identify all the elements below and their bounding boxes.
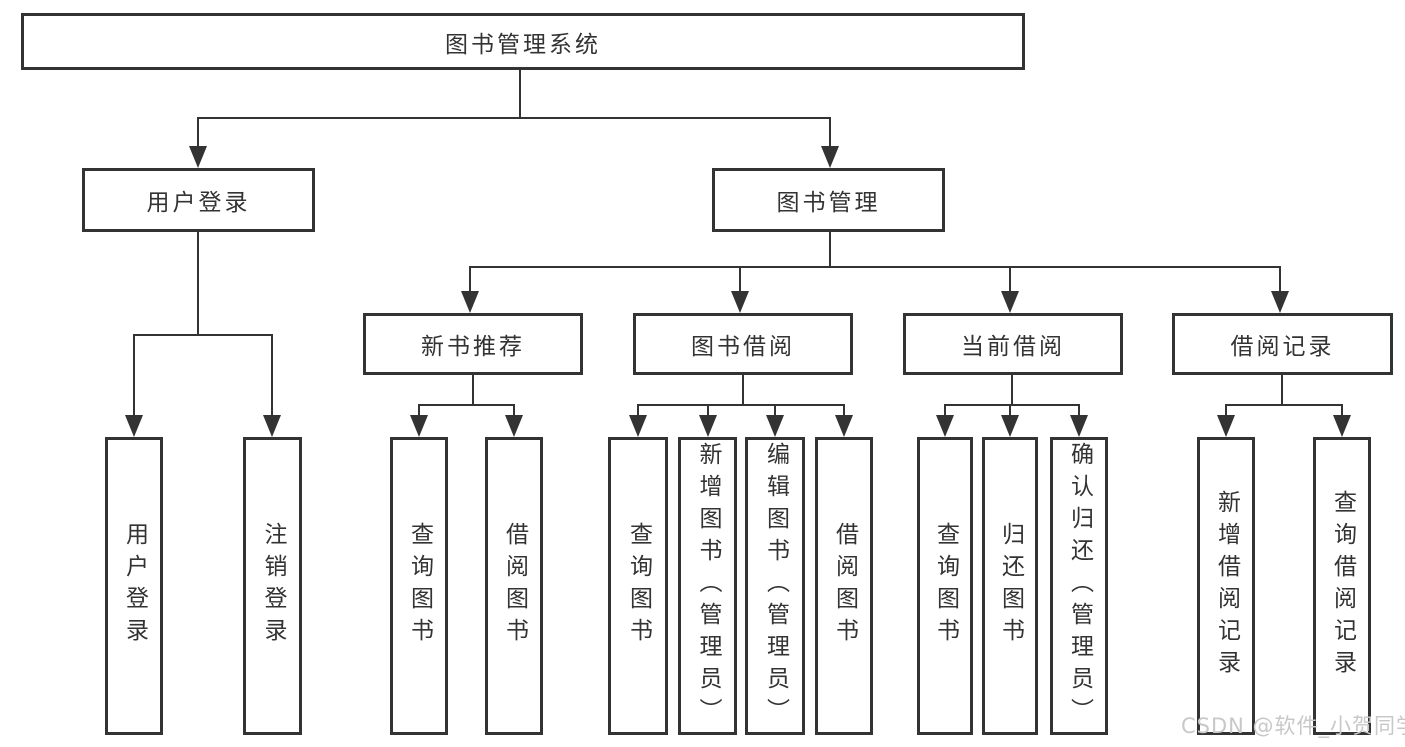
leaf-return-books: 归还图书 (982, 437, 1038, 735)
connector-level2-branch (197, 117, 831, 119)
connector-section1-stub (469, 266, 471, 294)
leaf-label: 查询图书 (932, 522, 959, 650)
connector-stub (774, 404, 776, 418)
node-label: 图书管理系统 (445, 31, 601, 58)
arrowhead-icon (731, 291, 749, 313)
connector-login-drop (197, 230, 199, 336)
connector-mgmt-stub (829, 117, 831, 151)
leaf-label: 借阅图书 (501, 522, 528, 650)
arrowhead-icon (936, 415, 954, 437)
leaf-edit-book-admin: 编辑图书（管理员） (745, 437, 805, 735)
leaf-query-borrow-record: 查询借阅记录 (1313, 437, 1371, 735)
connector-stub (418, 404, 420, 418)
leaf-label: 注销登录 (260, 522, 286, 650)
node-label: 用户登录 (146, 190, 251, 216)
leaf-label: 新增图书（管理员） (695, 442, 721, 730)
leaf-label: 借阅图书 (831, 522, 858, 650)
arrowhead-icon (263, 415, 281, 437)
node-current-borrowing: 当前借阅 (903, 313, 1123, 375)
node-library-management-system: 图书管理系统 (21, 13, 1025, 70)
leaf-user-login: 用户登录 (105, 437, 163, 735)
arrowhead-icon (505, 415, 523, 437)
node-label: 当前借阅 (961, 334, 1065, 360)
leaf-label: 归还图书 (997, 522, 1024, 650)
arrowhead-icon (699, 415, 717, 437)
arrowhead-icon (821, 146, 839, 168)
leaf-label: 查询借阅记录 (1329, 490, 1356, 682)
node-label: 图书借阅 (691, 334, 795, 360)
leaf-label: 确认归还（管理员） (1066, 442, 1093, 730)
connector-stub (1078, 404, 1080, 418)
connector-stub (1341, 404, 1343, 418)
arrowhead-icon (766, 415, 784, 437)
csdn-watermark: CSDN @软件_小贺同学 (1181, 714, 1405, 738)
connector-stub (637, 404, 639, 418)
node-label: 新书推荐 (421, 334, 525, 360)
node-book-management: 图书管理 (712, 168, 945, 232)
leaf-add-borrow-record: 新增借阅记录 (1197, 437, 1255, 735)
node-new-book-recommend: 新书推荐 (363, 313, 583, 375)
node-book-borrowing: 图书借阅 (633, 313, 853, 375)
connector-login-stub (197, 117, 199, 151)
arrowhead-icon (629, 415, 647, 437)
arrowhead-icon (125, 415, 143, 437)
arrowhead-icon (461, 291, 479, 313)
node-label: 图书管理 (776, 190, 881, 216)
arrowhead-icon (189, 146, 207, 168)
leaf-label: 用户登录 (121, 522, 148, 650)
connector-section4-branch (1225, 404, 1343, 406)
node-borrowing-records: 借阅记录 (1172, 313, 1393, 375)
connector-login-leaf2-stub (271, 334, 273, 418)
arrowhead-icon (410, 415, 428, 437)
connector-section1-drop (472, 373, 474, 406)
connector-stub (513, 404, 515, 418)
connector-stub (944, 404, 946, 418)
connector-sections-branch (469, 266, 1281, 268)
arrowhead-icon (835, 415, 853, 437)
arrowhead-icon (1001, 415, 1019, 437)
arrowhead-icon (1271, 291, 1289, 313)
leaf-query-books-current: 查询图书 (917, 437, 973, 735)
connector-section1-branch (418, 404, 515, 406)
leaf-borrow-books-recommend: 借阅图书 (485, 437, 543, 735)
arrowhead-icon (1070, 415, 1088, 437)
leaf-query-books-borrowing: 查询图书 (608, 437, 668, 735)
leaf-logout: 注销登录 (243, 437, 302, 735)
leaf-label: 新增借阅记录 (1213, 490, 1240, 682)
arrowhead-icon (1001, 291, 1019, 313)
connector-stub (707, 404, 709, 418)
leaf-label: 编辑图书（管理员） (762, 442, 789, 730)
connector-section3-stub (1009, 266, 1011, 294)
connector-mgmt-drop (829, 230, 831, 268)
connector-section2-stub (739, 266, 741, 294)
leaf-label: 查询图书 (406, 522, 433, 650)
connector-stub (1225, 404, 1227, 418)
leaf-label: 查询图书 (625, 522, 652, 650)
connector-section3-branch (944, 404, 1080, 406)
connector-login-leaf1-stub (133, 334, 135, 418)
connector-stub (843, 404, 845, 418)
node-user-login: 用户登录 (82, 168, 315, 232)
connector-section3-drop (1011, 373, 1013, 406)
connector-stub (1009, 404, 1011, 418)
connector-section2-drop (742, 373, 744, 406)
arrowhead-icon (1217, 415, 1235, 437)
leaf-add-book-admin: 新增图书（管理员） (678, 437, 737, 735)
connector-section4-stub (1279, 266, 1281, 294)
node-label: 借阅记录 (1230, 334, 1335, 360)
arrowhead-icon (1333, 415, 1351, 437)
leaf-query-books-recommend: 查询图书 (390, 437, 448, 735)
leaf-confirm-return-admin: 确认归还（管理员） (1050, 437, 1108, 735)
connector-login-branch (133, 334, 273, 336)
connector-root-drop (519, 68, 521, 119)
connector-section2-branch (637, 404, 845, 406)
leaf-borrow-books-borrowing: 借阅图书 (815, 437, 873, 735)
connector-section4-drop (1281, 373, 1283, 406)
